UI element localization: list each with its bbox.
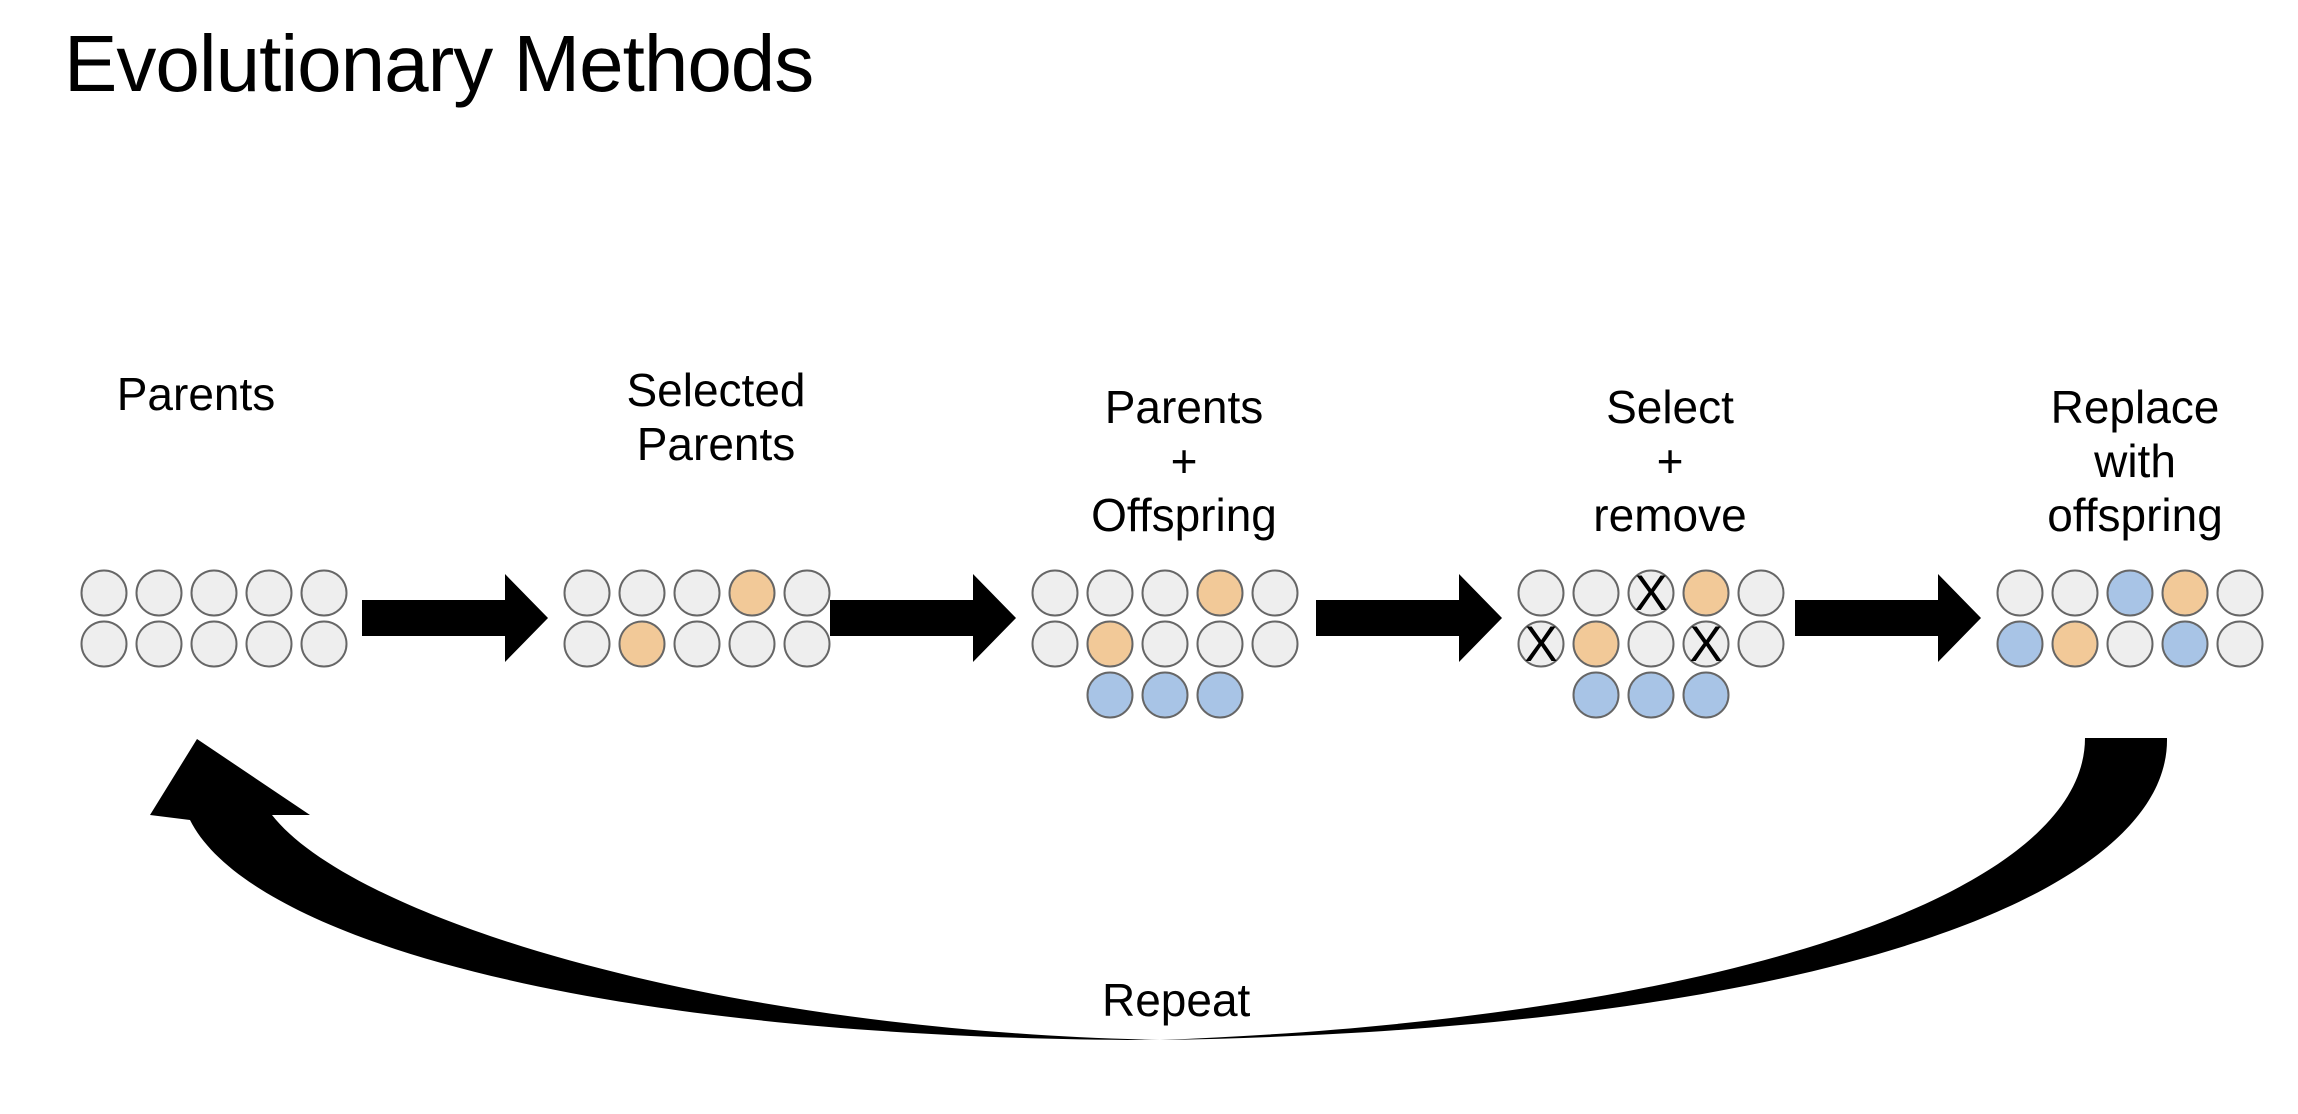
individual-parent-circle xyxy=(135,620,183,668)
individual-parent-circle xyxy=(728,620,776,668)
removed-mark-icon: X xyxy=(1634,565,1667,621)
individual-offspring-circle xyxy=(1996,620,2044,668)
repeat-label: Repeat xyxy=(1102,974,1251,1026)
individual-parent-circle xyxy=(1251,569,1299,617)
stage-label-replace-offspring: Replace with offspring xyxy=(2047,381,2223,541)
arrow-right-1 xyxy=(362,574,548,662)
individual-selected-parent-circle xyxy=(1682,569,1730,617)
individual-parent-circle xyxy=(783,620,831,668)
individual-parent-circle xyxy=(673,569,721,617)
individual-parent-circle xyxy=(80,620,128,668)
individual-offspring-circle xyxy=(2161,620,2209,668)
individual-parent-circle xyxy=(1031,569,1079,617)
arrow-right-3 xyxy=(1316,574,1502,662)
individual-parent-circle xyxy=(1737,620,1785,668)
individual-offspring-circle xyxy=(1141,671,1189,719)
individual-offspring-circle xyxy=(1086,671,1134,719)
individual-parent-circle xyxy=(245,620,293,668)
individual-parent-circle xyxy=(618,569,666,617)
individual-selected-parent-circle xyxy=(728,569,776,617)
individual-parent-circle xyxy=(135,569,183,617)
individual-parent-circle xyxy=(563,569,611,617)
arrow-right-4 xyxy=(1795,574,1981,662)
individual-parent-circle xyxy=(1682,620,1730,668)
individual-parent-circle xyxy=(1141,569,1189,617)
individual-parent-circle xyxy=(1996,569,2044,617)
individual-offspring-circle xyxy=(1627,671,1675,719)
individual-parent-circle xyxy=(1517,620,1565,668)
removed-mark-icon: X xyxy=(1689,616,1722,672)
individual-offspring-circle xyxy=(1196,671,1244,719)
individual-selected-parent-circle xyxy=(1572,620,1620,668)
individual-selected-parent-circle xyxy=(1196,569,1244,617)
page-title: Evolutionary Methods xyxy=(64,19,814,108)
individual-parent-circle xyxy=(673,620,721,668)
individual-parent-circle xyxy=(2051,569,2099,617)
individual-parent-circle xyxy=(190,620,238,668)
individual-parent-circle xyxy=(2106,620,2154,668)
individual-selected-parent-circle xyxy=(2051,620,2099,668)
individual-parent-circle xyxy=(1196,620,1244,668)
individual-parent-circle xyxy=(190,569,238,617)
individual-parent-circle xyxy=(1086,569,1134,617)
individual-parent-circle xyxy=(1572,569,1620,617)
individual-parent-circle xyxy=(245,569,293,617)
stage-label-parents: Parents xyxy=(116,368,276,420)
individual-offspring-circle xyxy=(1682,671,1730,719)
individual-parent-circle xyxy=(1031,620,1079,668)
individual-parent-circle xyxy=(2216,620,2264,668)
individual-parent-circle xyxy=(1517,569,1565,617)
individual-offspring-circle xyxy=(2106,569,2154,617)
individual-parent-circle xyxy=(1627,620,1675,668)
arrow-right-2 xyxy=(830,574,1016,662)
individual-offspring-circle xyxy=(1572,671,1620,719)
stage-label-parents-offspring: Parents + Offspring xyxy=(1091,381,1277,541)
individual-parent-circle xyxy=(1737,569,1785,617)
stage-label-selected-parents: Selected Parents xyxy=(626,364,806,470)
removed-mark-icon: X xyxy=(1524,616,1557,672)
individual-parent-circle xyxy=(300,569,348,617)
individual-parent-circle xyxy=(1141,620,1189,668)
individual-parent-circle xyxy=(1251,620,1299,668)
individual-parent-circle xyxy=(783,569,831,617)
individual-selected-parent-circle xyxy=(618,620,666,668)
individual-selected-parent-circle xyxy=(2161,569,2209,617)
individual-parent-circle xyxy=(563,620,611,668)
individual-parent-circle xyxy=(1627,569,1675,617)
individual-parent-circle xyxy=(80,569,128,617)
stage-label-select-remove: Select + remove xyxy=(1593,381,1747,541)
individual-selected-parent-circle xyxy=(1086,620,1134,668)
individual-parent-circle xyxy=(2216,569,2264,617)
individual-parent-circle xyxy=(300,620,348,668)
